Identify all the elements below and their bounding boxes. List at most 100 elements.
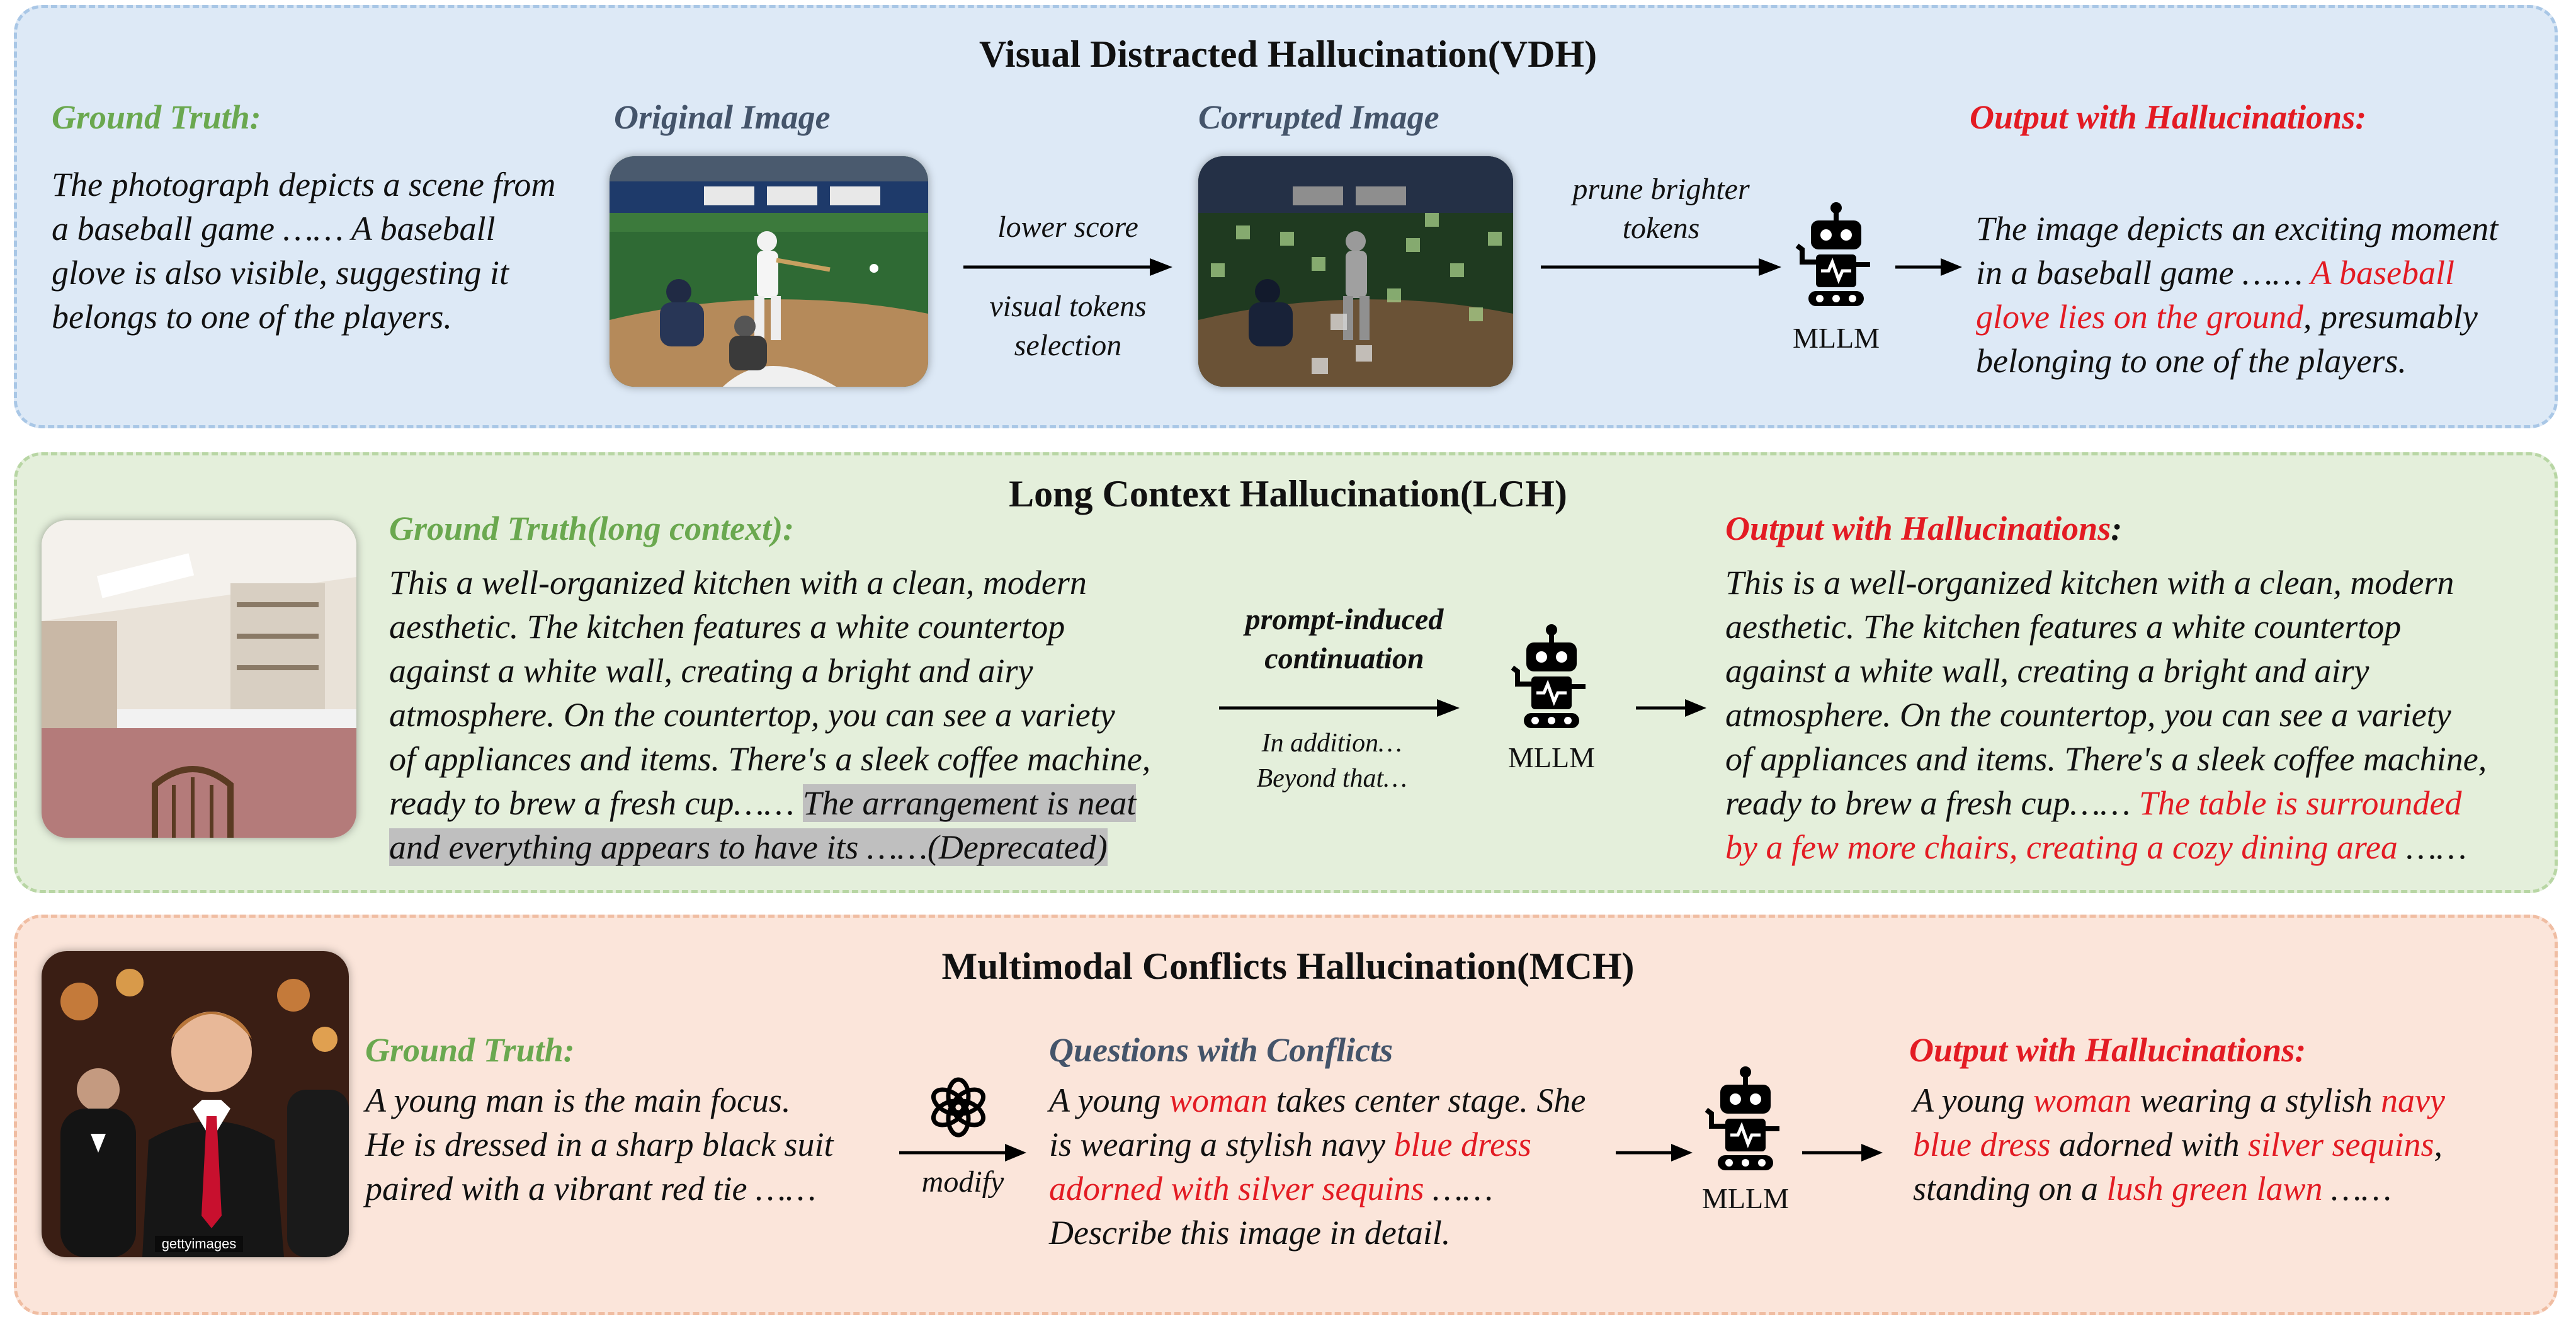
mch-out-hallucination: woman [2033,1081,2131,1119]
lch-out-line: ready to brew a fresh cup…… The table is… [1725,781,2487,825]
arrow2-top-text: prune brighter tokens [1538,170,1784,248]
mch-out-hallucination: lush green lawn [2106,1170,2323,1207]
mch-output-label: Output with Hallucinations: [1909,1031,2306,1069]
modify-label: modify [921,1165,1004,1199]
arrow-right-icon [963,258,1172,276]
original-image-label: Original Image [614,98,831,136]
corrupted-image-label: Corrupted Image [1198,98,1439,136]
mch-out-span: wearing a stylish [2131,1081,2381,1119]
mch-ground-truth-label: Ground Truth: [365,1031,575,1069]
lch-gt-line: against a white wall, creating a bright … [389,652,1033,690]
arrow1-top-text: lower score [997,210,1138,244]
lch-gt-line: of appliances and items. There's a sleek… [389,740,1151,778]
lch-out-span: ready to brew a fresh cup…… [1725,784,2139,822]
q-conflict: adorned with silver sequins [1049,1170,1424,1207]
arrow1-bottom-line: selection [1014,329,1122,362]
vdh-gt-line: The photograph depicts a scene from [52,166,556,203]
lch-arrow-bottom-line: Beyond that… [1256,764,1407,793]
lch-output-label-text: Output with Hallucinations [1725,510,2111,547]
robot-icon [1705,1066,1779,1170]
mch-out-span: standing on a [1913,1170,2107,1207]
lch-output-text: This is a well-organized kitchen with a … [1725,561,2487,869]
lch-gt-line: This a well-organized kitchen with a cle… [389,564,1087,602]
lch-gt-line: aesthetic. The kitchen features a white … [389,608,1065,646]
lch-arrow-top-text: prompt-induced continuation [1209,600,1480,678]
lch-ground-truth-text: This a well-organized kitchen with a cle… [389,561,1150,869]
mch-title: Multimodal Conflicts Hallucination(MCH) [941,945,1635,987]
mch-out-hallucination: silver sequins [2248,1126,2434,1163]
vdh-ground-truth-text: The photograph depicts a scene from a ba… [52,163,555,339]
lch-panel [14,452,2558,893]
q-span: A young [1049,1081,1169,1119]
lch-arrow-top-line: continuation [1264,642,1424,675]
arrow1-bottom-line: visual tokens [989,290,1147,323]
openai-logo-icon [931,1077,985,1138]
baseball-original-image [610,156,928,387]
arrow-right-icon [1541,258,1781,276]
arrow1-bottom-text: visual tokens selection [961,287,1175,365]
lch-out-hallucination: by a few more chairs, creating a cozy di… [1725,828,2398,866]
mch-gt-line: A young man is the main focus. [365,1081,791,1119]
lch-deprecated-highlight: and everything appears to have its ……(De… [389,828,1108,866]
corrupted-scene-graphic [1198,156,1513,387]
arrow-right-icon [1895,258,1962,276]
vdh-out-line: in a baseball game …… A baseball [1976,251,2498,295]
baseball-scene-graphic [610,156,928,387]
arrow-right-icon [1636,699,1706,717]
lch-gt-span: ready to brew a fresh cup…… [389,784,803,822]
q-conflict: blue dress [1393,1126,1531,1163]
lch-out-span: …… [2397,828,2467,866]
mch-out-line: blue dress adorned with silver sequins, [1913,1122,2445,1167]
q-span: takes center stage. She [1268,1081,1586,1119]
lch-out-hallucination: The table is surrounded [2138,784,2462,822]
vdh-out-span: , presumably [2303,298,2478,336]
robot-icon [1795,202,1870,306]
mch-panel [14,915,2558,1315]
q-line: A young woman takes center stage. She [1049,1078,1586,1122]
arrow-right-icon [1616,1144,1693,1161]
vdh-gt-line: a baseball game …… A baseball [52,210,496,248]
vdh-out-span: in a baseball game …… [1976,254,2311,292]
lch-out-line: of appliances and items. There's a sleek… [1725,740,2487,778]
young-man-image: gettyimages [42,951,349,1257]
mch-out-hallucination: blue dress [1913,1126,2051,1163]
mch-out-span: …… [2322,1170,2392,1207]
vdh-out-hallucination: glove lies on the ground [1976,298,2303,336]
vdh-out-line: belonging to one of the players. [1976,342,2407,380]
vdh-ground-truth-label: Ground Truth: [52,98,261,136]
mch-gt-line: paired with a vibrant red tie …… [365,1170,816,1207]
q-span: …… [1424,1170,1494,1207]
lch-out-line: aesthetic. The kitchen features a white … [1725,608,2402,646]
mch-out-hallucination: navy [2381,1081,2445,1119]
q-span: is wearing a stylish navy [1049,1126,1394,1163]
lch-deprecated-highlight: The arrangement is neat [802,784,1137,822]
robot-icon [1511,624,1586,728]
lch-gt-line: ready to brew a fresh cup…… The arrangem… [389,781,1150,825]
lch-gt-line: atmosphere. On the countertop, you can s… [389,696,1115,734]
lch-gt-line: and everything appears to have its ……(De… [389,825,1150,869]
mch-out-line: standing on a lush green lawn …… [1913,1167,2445,1211]
arrow2-top-line: prune brighter [1572,173,1750,206]
vdh-out-line: glove lies on the ground, presumably [1976,295,2498,339]
gettyimages-watermark: gettyimages [162,1236,237,1252]
arrow-right-icon [1802,1144,1883,1161]
kitchen-image [42,520,356,838]
vdh-output-label: Output with Hallucinations: [1970,98,2367,136]
questions-conflicts-label: Questions with Conflicts [1049,1031,1393,1069]
mch-output-text: A young woman wearing a stylish navy blu… [1913,1078,2445,1211]
arrow-right-icon [1219,699,1460,717]
questions-conflicts-text: A young woman takes center stage. She is… [1049,1078,1586,1255]
mch-out-span: , [2434,1126,2443,1163]
lch-mllm-label: MLLM [1508,741,1595,773]
lch-arrow-bottom-text: In addition… Beyond that… [1209,726,1455,796]
mch-ground-truth-text: A young man is the main focus. He is dre… [365,1078,833,1211]
lch-title: Long Context Hallucination(LCH) [1009,473,1567,515]
mch-out-line: A young woman wearing a stylish navy [1913,1078,2445,1122]
mch-mllm-label: MLLM [1702,1182,1789,1214]
vdh-out-line: The image depicts an exciting moment [1976,210,2499,248]
q-conflict: woman [1169,1081,1268,1119]
vdh-mllm-label: MLLM [1793,322,1880,354]
lch-out-line: by a few more chairs, creating a cozy di… [1725,825,2487,869]
q-line: is wearing a stylish navy blue dress [1049,1122,1586,1167]
kitchen-scene-graphic [42,520,356,838]
